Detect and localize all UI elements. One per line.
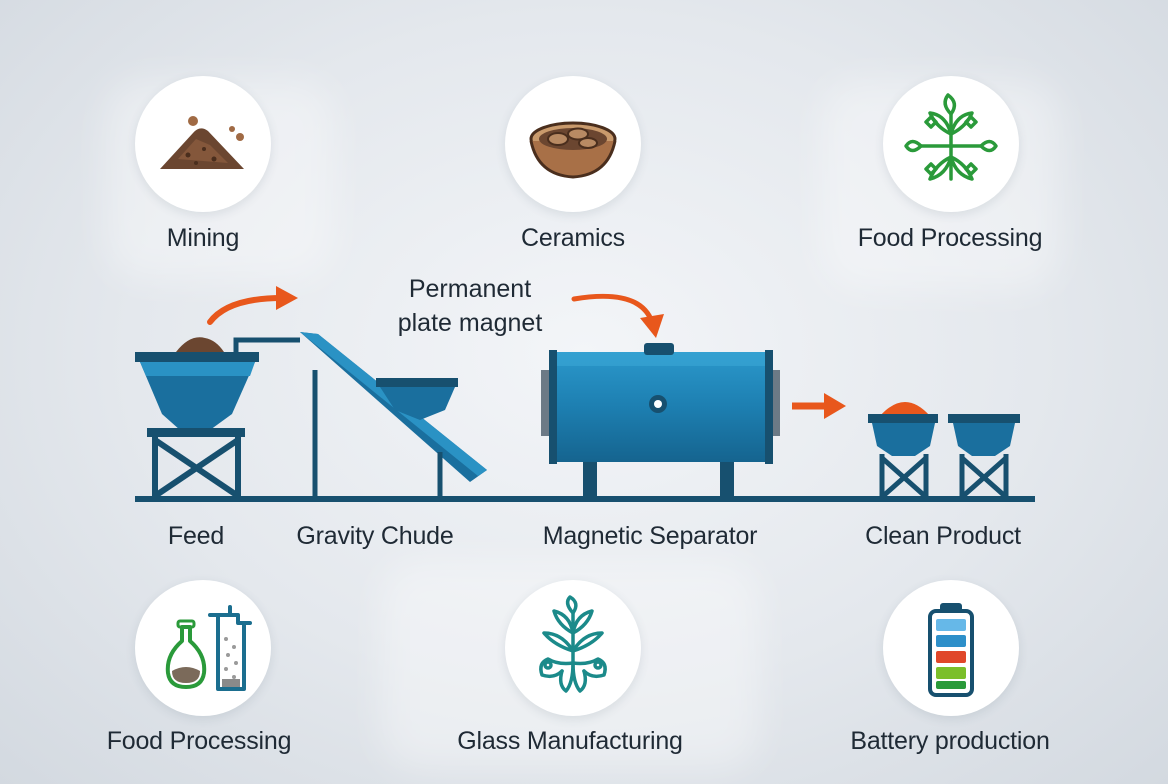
- clean-product-bins: [868, 402, 1020, 499]
- leaf-pattern-icon: [904, 93, 998, 181]
- magnet-callout-line2: plate magnet: [397, 309, 543, 337]
- glass-manufacturing-circle: [505, 580, 641, 716]
- food-processing-bottom-label: Food Processing: [106, 727, 292, 755]
- clean-product-label: Clean Product: [865, 522, 1021, 550]
- gravity-chute-label: Gravity Chude: [296, 522, 454, 550]
- ceramics-label: Ceramics: [521, 224, 625, 252]
- gravity-chute: [300, 332, 487, 499]
- food-processing-top-circle: [883, 76, 1019, 212]
- lab-flask-icon: [165, 605, 252, 691]
- battery-production-circle: [883, 580, 1019, 716]
- feed-hopper: [135, 337, 300, 499]
- feed-arrow: [207, 286, 298, 325]
- glass-manufacturing-label: Glass Manufacturing: [457, 727, 683, 755]
- magnetic-separator: [541, 343, 780, 499]
- ceramics-circle: [505, 76, 641, 212]
- magnet-callout: Permanent plate magnet: [390, 272, 550, 340]
- mining-label: Mining: [166, 224, 240, 252]
- mining-circle: [135, 76, 271, 212]
- product-arrow: [792, 393, 846, 419]
- magnet-callout-line1: Permanent: [408, 275, 532, 303]
- magnet-arrow: [571, 293, 664, 338]
- food-processing-top-label: Food Processing: [857, 224, 1043, 252]
- battery-icon: [928, 603, 974, 697]
- feed-label: Feed: [167, 522, 225, 550]
- food-processing-bottom-circle: [135, 580, 271, 716]
- glass-floral-icon: [539, 595, 607, 693]
- ore-pile-icon: [160, 116, 244, 169]
- battery-production-label: Battery production: [850, 727, 1050, 755]
- magnetic-separator-label: Magnetic Separator: [542, 522, 758, 550]
- ceramic-bowl-icon: [529, 121, 617, 179]
